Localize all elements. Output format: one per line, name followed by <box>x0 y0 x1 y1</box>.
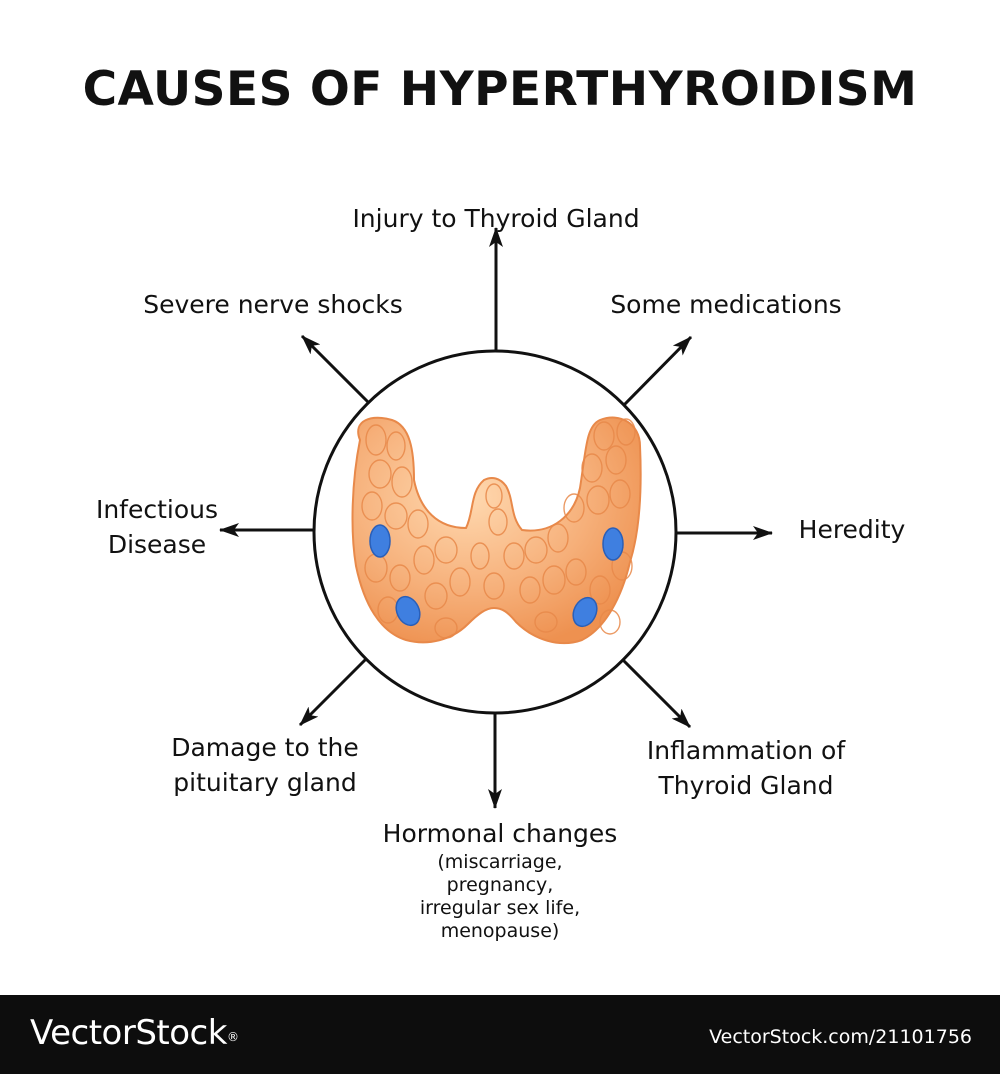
nodule-lower-left <box>395 595 421 627</box>
arrow-up-left <box>300 334 370 404</box>
cause-detail-line2: pregnancy, <box>446 874 554 896</box>
cause-label-top-right: Some medications <box>610 290 842 319</box>
cause-label-left: Infectious Disease <box>67 492 247 562</box>
arrows <box>219 227 773 809</box>
gland-texture <box>361 418 636 639</box>
cause-label-left-line1: Infectious <box>95 495 219 524</box>
cause-detail-line4: menopause) <box>440 920 560 942</box>
cause-label-left-line2: Disease <box>107 530 207 559</box>
arrow-up-right <box>622 335 693 407</box>
trademark-symbol: ® <box>226 1030 239 1044</box>
nodule-lower-right <box>572 596 598 628</box>
brand-name: VectorStock <box>30 1013 227 1053</box>
arrow-down-left <box>298 657 368 727</box>
image-id: VectorStock.com/21101756 <box>709 1026 972 1048</box>
gland-shape <box>351 416 642 645</box>
cause-label-top-left: Severe nerve shocks <box>143 290 403 319</box>
nodule-upper-right <box>602 527 624 561</box>
causes-diagram <box>219 227 773 809</box>
thyroid-gland-icon <box>351 416 642 645</box>
footer-bar: VectorStock® VectorStock.com/21101756 <box>0 995 1000 1074</box>
arrow-down-right <box>620 657 692 729</box>
cause-label-top: Injury to Thyroid Gland <box>352 204 640 233</box>
cause-detail-line1: (miscarriage, <box>437 851 563 873</box>
cause-detail-line3: irregular sex life, <box>419 897 581 919</box>
cause-label-bottom-left-line1: Damage to the <box>171 733 359 762</box>
brand-logo: VectorStock® <box>30 1013 239 1053</box>
cause-label-bottom-left-line2: pituitary gland <box>173 768 357 797</box>
cause-label-bottom-right-line1: Inflammation of <box>646 736 846 765</box>
nodule-upper-left <box>369 524 391 558</box>
cause-label-bottom: Hormonal changes <box>382 819 618 848</box>
cause-label-bottom-left: Damage to the pituitary gland <box>145 730 385 800</box>
page-title: CAUSES OF HYPERTHYROIDISM <box>82 62 918 117</box>
cause-label-bottom-right-line2: Thyroid Gland <box>658 771 834 800</box>
cause-label-right: Heredity <box>798 515 906 544</box>
cause-label-bottom-right: Inflammation of Thyroid Gland <box>626 733 866 803</box>
cause-label-bottom-detail: (miscarriage, pregnancy, irregular sex l… <box>390 851 610 943</box>
